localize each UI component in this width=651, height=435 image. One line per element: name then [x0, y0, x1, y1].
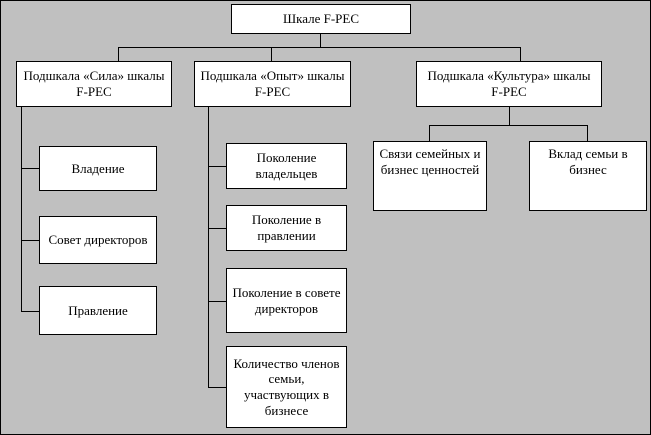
connector-culture-drop-1: [429, 125, 430, 141]
connector-power-stub-2: [21, 240, 39, 241]
connector-drop-culture: [520, 47, 521, 61]
connector-drop-power: [118, 47, 119, 61]
node-subscale-power: Подшкала «Сила» шкалы F-PEC: [16, 61, 172, 107]
node-power-board: Совет директоров: [39, 216, 157, 264]
node-experience-board-generation: Поколение в совете директоров: [226, 268, 347, 333]
node-experience-owners-generation: Поколение владельцев: [226, 143, 347, 189]
connector-power-stub-1: [21, 168, 39, 169]
connector-drop-experience: [271, 47, 272, 61]
connector-experience-stub-2: [208, 228, 226, 229]
connector-culture-stem: [509, 107, 510, 125]
connector-experience-stub-3: [208, 301, 226, 302]
node-culture-values-overlap: Связи семейных и бизнес ценностей: [373, 141, 487, 211]
node-culture-family-commitment: Вклад семьи в бизнес: [529, 141, 647, 211]
connector-experience-trunk: [208, 107, 209, 387]
connector-power-trunk: [21, 107, 22, 311]
connector-power-stub-3: [21, 311, 39, 312]
node-power-ownership: Владение: [39, 146, 157, 191]
node-root: Шкале F-PEC: [231, 4, 411, 34]
node-subscale-experience: Подшкала «Опыт» шкалы F-PEC: [194, 61, 351, 107]
connector-experience-stub-1: [208, 166, 226, 167]
connector-experience-stub-4: [208, 387, 226, 388]
connector-culture-drop-2: [587, 125, 588, 141]
node-power-management: Правление: [39, 286, 157, 335]
connector-root-horizontal: [118, 47, 521, 48]
node-experience-family-members: Количество членов семьи, участвующих в б…: [226, 346, 347, 428]
node-experience-management-generation: Поколение в правлении: [226, 205, 347, 251]
connector-culture-horizontal: [429, 125, 587, 126]
node-subscale-culture: Подшкала «Культура» шкалы F-PEC: [416, 61, 602, 107]
connector-root-stem: [320, 34, 321, 47]
